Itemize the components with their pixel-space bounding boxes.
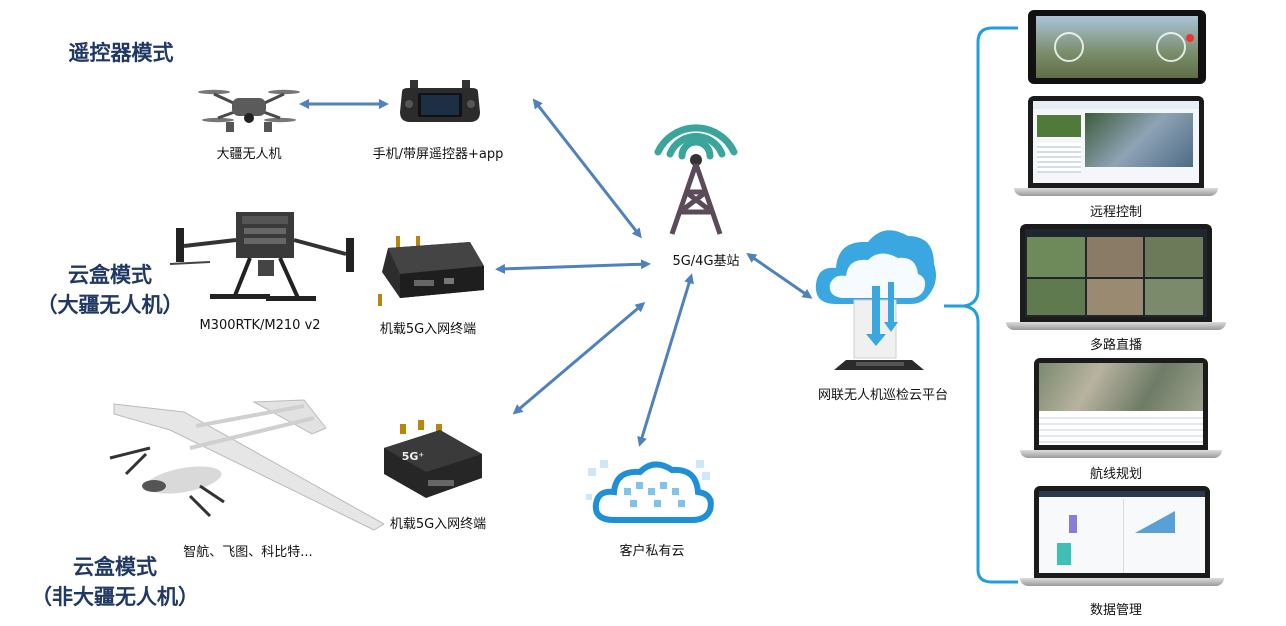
arrow-terminal2-tower (512, 302, 646, 415)
feature-label-multi-live: 多路直播 (1089, 338, 1142, 353)
mode-title-cloud-nondji-line2: （非大疆无人机） (31, 585, 199, 609)
route-planning-screen (1039, 363, 1203, 445)
remote-app-tablet (1028, 10, 1206, 84)
laptop-base-1 (1014, 188, 1218, 196)
mode-title-cloud-dji-line1: 云盒模式 (68, 263, 152, 287)
arrow-controller-tower (532, 98, 642, 239)
caption-controller: 手机/带屏遥控器+app (372, 147, 504, 162)
caption-private-cloud: 客户私有云 (619, 544, 685, 559)
mode-title-cloud-dji-line2: （大疆无人机） (36, 293, 184, 317)
laptop-data-management (1034, 486, 1210, 578)
caption-terminal-2: 机载5G入网终端 (389, 517, 487, 532)
joystick-left-icon (1054, 32, 1084, 62)
onboard-terminal-icon (378, 236, 484, 306)
laptop-base-3 (1020, 450, 1222, 458)
laptop-base-2 (1006, 322, 1226, 330)
caption-m300: M300RTK/M210 v2 (199, 318, 321, 333)
private-cloud-icon (586, 460, 714, 523)
multi-live-screen (1025, 229, 1207, 317)
smart-controller-icon (400, 80, 480, 122)
vtol-fixed-wing-icon (109, 399, 384, 531)
laptop-route-planning (1034, 358, 1208, 450)
base-station-tower-icon (654, 124, 738, 235)
laptop-remote-control (1028, 96, 1204, 188)
dji-mavic-drone-icon (198, 89, 300, 132)
features-brace (944, 26, 1018, 584)
feature-label-remote-control: 远程控制 (1089, 205, 1142, 220)
mode-title-remote: 遥控器模式 (68, 41, 174, 65)
mode-title-cloud-dji: 云盒模式 （大疆无人机） (30, 260, 190, 320)
arrow-tower-privatecloud (637, 273, 694, 447)
laptop-base-4 (1020, 578, 1224, 586)
caption-vtol: 智航、飞图、科比特... (183, 545, 313, 560)
feature-label-data-management: 数据管理 (1089, 603, 1142, 618)
remote-app-screen (1036, 16, 1198, 78)
terminal-5g-badge: 5G⁺ (401, 450, 425, 463)
laptop-multi-live (1020, 224, 1212, 322)
caption-dji-drone: 大疆无人机 (216, 147, 282, 162)
caption-base-station: 5G/4G基站 (672, 254, 740, 269)
remote-control-screen (1033, 101, 1199, 183)
cloud-platform-icon (815, 230, 936, 370)
feature-label-route-planning: 航线规划 (1089, 467, 1142, 482)
mode-title-cloud-nondji-line1: 云盒模式 (73, 555, 157, 579)
arrow-terminal1-tower (495, 259, 651, 274)
onboard-terminal-5g-icon (384, 420, 482, 498)
record-icon (1186, 34, 1194, 42)
m300-drone-icon (170, 212, 354, 301)
caption-terminal-1: 机载5G入网终端 (379, 322, 477, 337)
mode-title-cloud-nondji: 云盒模式 （非大疆无人机） (20, 552, 210, 612)
data-management-screen (1039, 491, 1205, 573)
joystick-right-icon (1156, 32, 1186, 62)
caption-platform: 网联无人机巡检云平台 (817, 388, 948, 403)
arrow-tower-platform (746, 253, 813, 299)
